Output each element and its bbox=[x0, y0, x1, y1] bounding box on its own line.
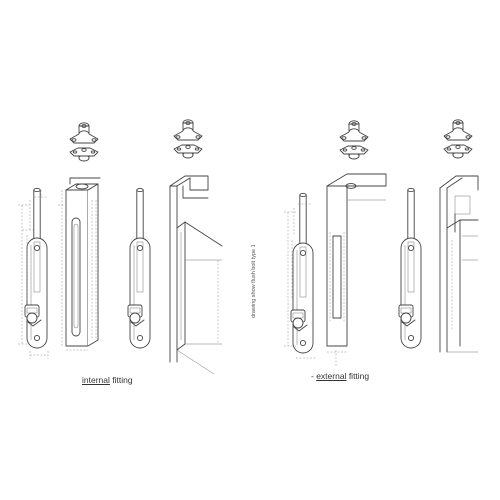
keeper-icon bbox=[339, 120, 369, 160]
keeper-icon bbox=[443, 119, 473, 159]
fig-internal-mounted bbox=[127, 175, 223, 375]
external-caption-suffix: fitting bbox=[346, 371, 370, 381]
fig-external-dimensioned bbox=[284, 173, 387, 366]
external-caption-underlined: external bbox=[316, 371, 347, 381]
external-caption-prefix: - bbox=[311, 371, 317, 381]
internal-fitting-caption: internal fitting bbox=[82, 375, 133, 385]
internal-caption-underlined: internal bbox=[82, 375, 110, 385]
side-note: drawing show flush bolt type 1 bbox=[251, 244, 257, 318]
internal-caption-suffix: fitting bbox=[109, 375, 133, 385]
fig-internal-dimensioned bbox=[18, 177, 101, 359]
keeper-icon bbox=[69, 122, 99, 162]
keeper-icon bbox=[173, 119, 203, 159]
fig-external-mounted bbox=[398, 175, 479, 353]
external-fitting-caption: - external fitting bbox=[311, 371, 369, 381]
